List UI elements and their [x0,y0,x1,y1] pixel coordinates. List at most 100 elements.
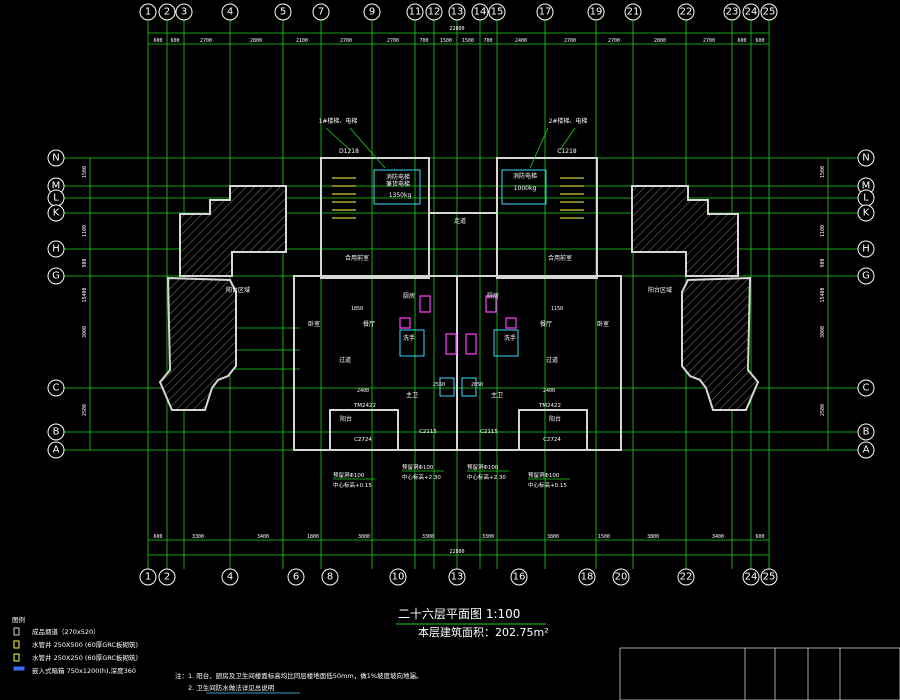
dim-bottom: 600 [755,534,764,540]
reserved-hole-note: 预留洞Φ100 [528,471,560,479]
dim-left: 2500 [82,404,88,416]
reserved-hole-note: 中心标高+0.15 [528,481,567,489]
room-label: 餐厅 [363,320,375,328]
axis-bubble-bottom [287,568,305,586]
note-1: 注：1. 阳台、厨房及卫生间楼面标高均比同层楼地面低50mm，做1%坡度坡向地漏… [175,671,423,680]
axis-bubble-left [47,149,65,167]
dim-top: 1500 [462,38,474,44]
window-tag: TM2422 [353,403,376,409]
axis-label-left: N [52,153,59,164]
inner-dimension: 1850 [351,306,363,312]
dim-top: 2400 [515,38,527,44]
room-label: 阳台区域 [648,286,672,294]
dim-left: 1100 [82,225,88,237]
title-block [619,647,900,700]
room-label: 1000kg [514,185,537,192]
room-label: 阳台区域 [226,286,250,294]
axis-bubble-left [47,379,65,397]
axis-bubble-left [47,267,65,285]
axis-bubble-bottom [612,568,630,586]
axis-label-bottom: 16 [513,572,526,583]
axis-label-right: C [863,383,870,394]
callout-leaders [325,127,576,169]
axis-label-left: K [53,208,60,219]
axis-label-top: 19 [590,7,603,18]
left-upper-hatch [179,185,287,277]
dim-bottom: 3800 [547,534,559,540]
window-tag: C2115 [480,429,498,435]
axis-label-left: A [53,445,60,456]
axis-label-right: M [862,181,871,192]
dim-top: 2700 [200,38,212,44]
axis-bubble-left [47,423,65,441]
room-label: 过道 [546,356,558,364]
axis-bubble-top [536,3,554,21]
room-label: C1218 [557,148,577,155]
legend: 图例 成品烟道（270x520）水管井 250X500 (60厚GRC板砌筑)水… [12,615,138,675]
dim-bottom: 3800 [647,534,659,540]
inner-dimension: 2050 [471,382,483,388]
dim-bottom: 1500 [598,534,610,540]
dim-left: 1500 [82,166,88,178]
axis-label-left: G [52,271,60,282]
left-elevator [373,169,421,205]
dim-top: 700 [419,38,428,44]
axis-label-bottom: 18 [581,572,594,583]
axis-bubble-top [448,3,466,21]
axis-bubble-left [47,240,65,258]
axis-label-top: 23 [726,7,739,18]
axis-label-bottom: 25 [763,572,776,583]
building-walls [158,127,760,451]
axis-bubble-right [857,379,875,397]
room-label: 阳台 [340,415,352,423]
axis-label-top: 25 [763,7,776,18]
reserved-hole-note: 预留洞Φ100 [402,463,434,471]
axis-label-bottom: 2 [164,572,170,583]
axis-label-right: N [862,153,869,164]
dim-right: 3000 [820,326,826,338]
legend-swatch [13,653,20,662]
room-label: 合用前室 [548,254,572,262]
axis-label-bottom: 13 [451,572,464,583]
axis-label-top: 22 [680,7,693,18]
axis-bubble-top [742,3,760,21]
window-tag: TM2422 [538,403,561,409]
reserved-hole-note: 中心标高+2.30 [402,473,441,481]
inner-dimension: 1150 [551,306,563,312]
axis-bubble-top [587,3,605,21]
left-balcony [329,409,399,451]
dim-bottom: 3300 [482,534,494,540]
axis-bubble-top [175,3,193,21]
axis-label-top: 4 [227,7,233,18]
dim-left: 3000 [82,326,88,338]
room-label: 洗手 [403,334,415,342]
dim-top: 2100 [296,38,308,44]
reserved-hole-note: 预留洞Φ100 [333,471,365,479]
dim-top: 600 [755,38,764,44]
axis-label-right: A [863,445,870,456]
room-label: 兼货电梯 [386,180,410,188]
room-label: 阳台 [549,415,561,423]
axis-bubble-right [857,267,875,285]
axis-label-bottom: 24 [745,572,758,583]
axis-bubble-top [221,3,239,21]
right-unit [456,275,622,451]
window-tag: C2724 [354,437,372,443]
dim-top: 2700 [387,38,399,44]
axis-label-bottom: 8 [327,572,333,583]
dim-bottom: 3400 [712,534,724,540]
dim-top: 1500 [440,38,452,44]
legend-item: 嵌入式暗箱 750x1200(h),深度360 [32,666,136,675]
window-tag: C2724 [543,437,561,443]
reserved-hole-note: 预留洞Φ100 [467,463,499,471]
dim-bottom: 3300 [422,534,434,540]
room-label: 餐厅 [540,320,552,328]
room-label: 主卫 [406,391,418,399]
axis-label-right: K [863,208,870,219]
axis-label-bottom: 20 [615,572,628,583]
axis-label-bottom: 22 [680,572,693,583]
room-label: 合用前室 [345,254,369,262]
floor-area: 本层建筑面积：202.75m² [418,625,549,639]
axis-label-top: 9 [369,7,375,18]
